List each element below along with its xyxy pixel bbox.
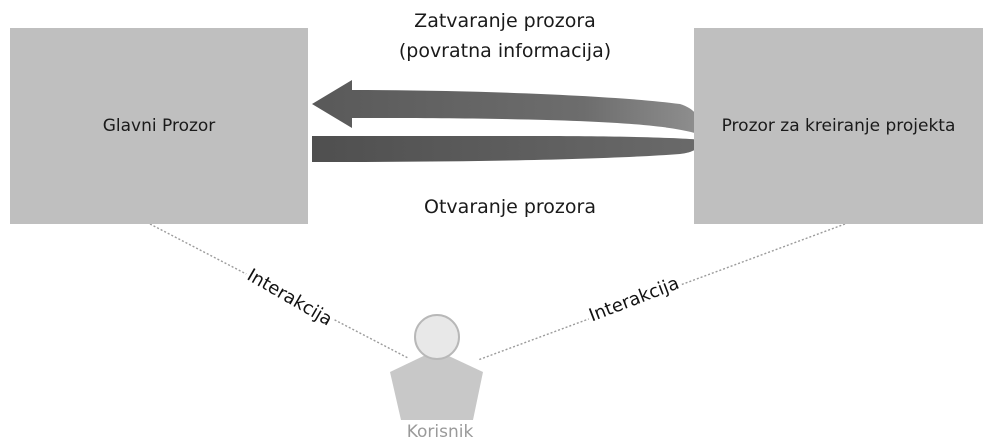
open-arrow-band bbox=[312, 136, 701, 162]
main-window-node: Glavni Prozor bbox=[10, 28, 308, 224]
main-window-label: Glavni Prozor bbox=[102, 116, 216, 136]
user-actor-icon bbox=[390, 314, 483, 420]
close-edge-label: Zatvaranje prozora (povratna informacija… bbox=[398, 10, 612, 62]
close-arrow-band bbox=[312, 80, 701, 134]
interaction-line-right bbox=[477, 223, 846, 361]
project-window-node: Prozor za kreiranje projekta bbox=[694, 28, 983, 224]
user-head-icon bbox=[414, 314, 460, 360]
open-edge-label: Otvaranje prozora bbox=[424, 196, 596, 218]
project-window-label: Prozor za kreiranje projekta bbox=[721, 116, 956, 136]
user-label: Korisnik bbox=[406, 422, 474, 442]
user-body-icon bbox=[390, 350, 483, 420]
